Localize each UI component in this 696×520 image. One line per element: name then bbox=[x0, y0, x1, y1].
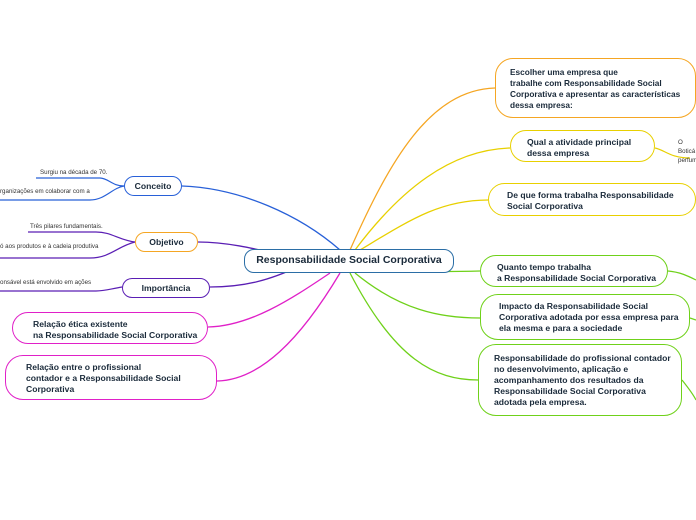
topic-atividade-principal[interactable]: Qual a atividade principal dessa empresa bbox=[510, 130, 655, 162]
objetivo-leaf-2: ó aos produtos e à cadeia produtiva bbox=[0, 243, 99, 250]
connector-conceito-in2 bbox=[0, 185, 125, 201]
topic-relacao-profissional[interactable]: Relação entre o profissional contador e … bbox=[5, 355, 217, 400]
topic-atividade-leaf: O Boticá perfuma bbox=[678, 139, 696, 164]
central-topic[interactable]: Responsabilidade Social Corporativa bbox=[244, 249, 454, 273]
topic-conceito[interactable]: Conceito bbox=[124, 176, 182, 196]
connector-conceito bbox=[181, 185, 341, 251]
connector-importancia-in bbox=[0, 286, 123, 292]
topic-responsabilidade-contador[interactable]: Responsabilidade do profissional contado… bbox=[478, 344, 682, 416]
topic-forma-trabalha[interactable]: De que forma trabalha Responsabilidade S… bbox=[488, 183, 696, 216]
topic-objetivo[interactable]: Objetivo bbox=[135, 232, 198, 252]
connector-atividade-leaf bbox=[654, 147, 691, 159]
topic-quanto-tempo[interactable]: Quanto tempo trabalha a Responsabilidade… bbox=[480, 255, 668, 287]
connector-impacto-tail bbox=[689, 317, 696, 321]
topic-escolher-empresa[interactable]: Escolher uma empresa que trabalhe com Re… bbox=[495, 58, 696, 118]
connector-objetivo-in2 bbox=[0, 241, 136, 259]
connector-conceito-in bbox=[36, 177, 125, 187]
conceito-leaf-2: rganizações em colaborar com a bbox=[0, 188, 90, 195]
connector-atividade bbox=[354, 147, 511, 251]
objetivo-leaf-1: Três pilares fundamentais. bbox=[30, 223, 103, 230]
conceito-leaf-1: Surgiu na década de 70. bbox=[40, 169, 108, 176]
connector-responsabilidade bbox=[349, 272, 479, 381]
connector-objetivo-in bbox=[28, 231, 136, 243]
connector-impacto bbox=[354, 272, 481, 319]
topic-importancia[interactable]: Importância bbox=[122, 278, 210, 298]
connector-profissional bbox=[216, 272, 341, 382]
connector-forma bbox=[359, 199, 489, 251]
connector-responsabilidade-tail bbox=[681, 379, 696, 401]
connector-tempo-tail bbox=[667, 270, 696, 281]
importancia-leaf-1: onsável está envolvido em ações bbox=[0, 279, 92, 286]
connector-etica bbox=[207, 272, 331, 328]
connector-escolher bbox=[349, 87, 496, 251]
topic-relacao-etica[interactable]: Relação ética existente na Responsabilid… bbox=[12, 312, 208, 344]
topic-impacto[interactable]: Impacto da Responsabilidade Social Corpo… bbox=[480, 294, 690, 340]
